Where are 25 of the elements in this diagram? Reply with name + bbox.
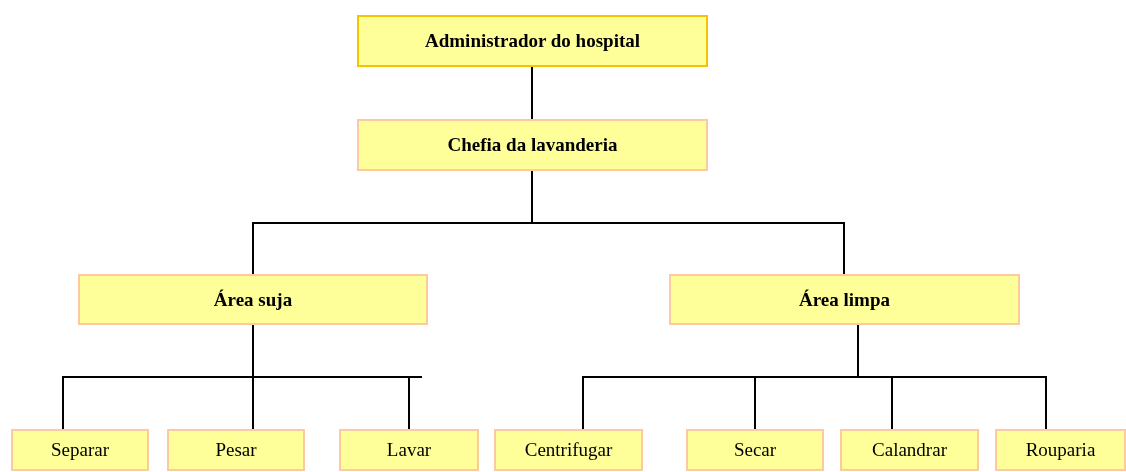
connector-line: [252, 324, 410, 430]
org-box: [669, 274, 1020, 325]
box-label: Separar: [51, 439, 109, 461]
connector-line: [857, 324, 1047, 430]
box-label: Área limpa: [799, 288, 890, 311]
box-label: Rouparia: [1025, 439, 1096, 461]
org-box: [840, 429, 979, 471]
box-label: Secar: [733, 439, 777, 461]
box-label: Centrifugar: [524, 439, 613, 461]
box-label: Pesar: [215, 439, 257, 461]
org-box: [11, 429, 149, 471]
org-box: [78, 274, 428, 325]
org-box: [339, 429, 479, 471]
org-box: [167, 429, 305, 471]
org-box: [686, 429, 824, 471]
box-label: Lavar: [386, 439, 432, 461]
org-box: [494, 429, 643, 471]
org-box: [357, 119, 708, 171]
box-label: Administrador do hospital: [425, 30, 640, 52]
box-label: Calandrar: [872, 439, 947, 461]
box-label: Área suja: [213, 288, 293, 311]
connector-line: [531, 66, 533, 120]
box-label: Chefia da lavanderia: [447, 134, 618, 156]
org-box: [357, 15, 708, 67]
org-box: [995, 429, 1126, 471]
